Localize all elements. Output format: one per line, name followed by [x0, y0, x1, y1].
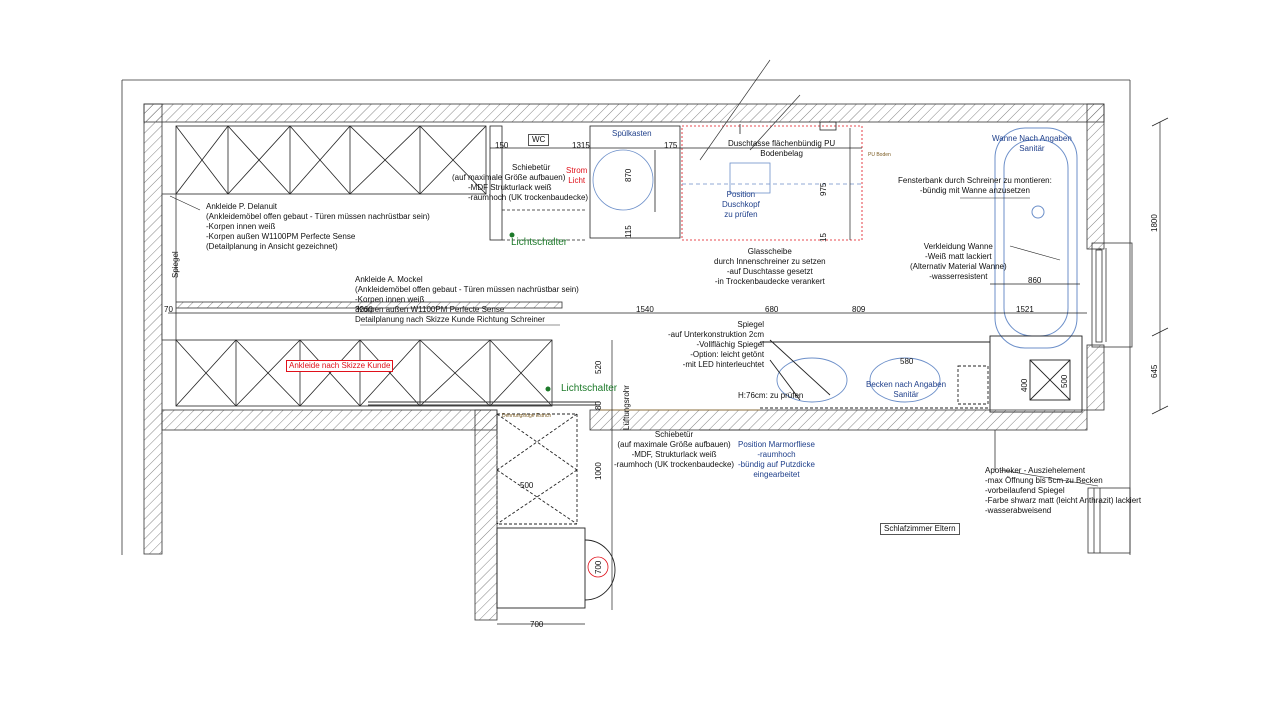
dim-1800: 1800 [1150, 214, 1159, 232]
fensterbank-label: Fensterbank durch Schreiner zu montieren… [898, 176, 1052, 195]
wanne-label: Wanne Nach Angaben Sanitär [992, 134, 1072, 153]
dim-80: 80 [594, 401, 603, 410]
dim-680: 680 [765, 305, 779, 314]
dim-520: 520 [594, 360, 603, 374]
becken-label: Becken nach Angaben Sanitär [866, 380, 947, 399]
wall-top [143, 103, 1105, 123]
vanity [760, 335, 1083, 413]
dehnungsfuge-label: Dehnungsfuge Estrich [502, 413, 552, 419]
dim-500-left: 500 [520, 481, 534, 490]
dim-870: 870 [624, 168, 633, 182]
pu-boden-label: PU Boden [868, 152, 891, 158]
lichtschalter-2-label: Lichtschalter [561, 383, 618, 394]
spiegel-block-label: Spiegel -auf Unterkonstruktion 2cm -Voll… [668, 320, 765, 369]
schiebetuer-top-label: Schiebetür (auf maximale Größe aufbauen)… [452, 163, 589, 202]
leader-lines [169, 195, 1099, 487]
bottom-box [496, 527, 616, 609]
dim-1000: 1000 [594, 462, 603, 480]
dim-809: 809 [852, 305, 866, 314]
dim-70: 70 [164, 305, 173, 314]
dim-1540: 1540 [636, 305, 654, 314]
dimension-lines [168, 117, 1169, 625]
dim-975: 975 [819, 182, 828, 196]
wall-bottom-left [161, 409, 498, 431]
wall-right-upper [1086, 103, 1105, 250]
sliding-doors [368, 401, 760, 411]
marmorfliese-label: Position Marmorfliese -raumhoch -bündig … [738, 440, 815, 479]
bathtub [994, 127, 1078, 349]
duschtasse-label: Duschtasse flächenbündig PU Bodenbelag [728, 139, 836, 158]
dim-1315: 1315 [572, 141, 590, 150]
wall-lower-corridor-left [474, 409, 498, 621]
room-label-schlafzimmer: Schlafzimmer Eltern [880, 523, 960, 535]
position-duschkopf-label: Position Duschkopf zu prüfen [722, 190, 760, 219]
dim-500-right: 500 [1060, 374, 1069, 388]
right-lower-post [994, 430, 1131, 554]
dim-175: 175 [664, 141, 678, 150]
ankleide-lower-cabinets [175, 339, 553, 407]
side-mirror-label: Spiegel [171, 251, 180, 278]
window [1091, 242, 1133, 348]
ankleide-skizze-label: Ankleide nach Skizze Kunde [286, 360, 394, 372]
wc-area [489, 125, 681, 241]
dim-580: 580 [900, 357, 914, 366]
room-label-wc: WC [528, 134, 550, 146]
lichtschalter-1-label: Lichtschalter [511, 237, 568, 248]
schiebetuer-bottom-label: Schiebetür (auf maximale Größe aufbauen)… [614, 430, 735, 469]
corridor-cabinet [496, 413, 578, 525]
dim-645: 645 [1150, 364, 1159, 378]
wall-right-lower [1086, 344, 1105, 411]
lueftungsrohr-label: Lüftungsrohr [622, 385, 631, 430]
glasscheibe-label: Glasscheibe durch Innenschreiner zu setz… [714, 247, 826, 286]
dim-700-horizontal: 700 [530, 620, 544, 629]
spuelkasten-label: Spülkasten [612, 129, 652, 138]
dim-1521: 1521 [1016, 305, 1034, 314]
ankleide-upper-cabinets [175, 125, 487, 195]
wall-bottom-right [589, 409, 1088, 431]
dim-3260: 3260 [355, 305, 373, 314]
dim-115: 115 [624, 225, 633, 238]
ankleide-p-label: Ankleide P. Delanuit (Ankleidemöbel offe… [206, 202, 430, 251]
dim-400: 400 [1020, 378, 1029, 392]
roof-lines [699, 59, 801, 161]
side-mirror [161, 193, 177, 341]
strom-licht-label: Strom Licht [566, 166, 588, 185]
dim-860: 860 [1028, 276, 1042, 285]
wall-left [143, 103, 163, 555]
ankleide-a-label: Ankleide A. Mockel (Ankleidemöbel offen … [355, 275, 579, 324]
apotheker-label: Apotheker - Ausziehelement -max Öffnung … [985, 466, 1142, 515]
switch-markers [509, 232, 551, 392]
outer-frame [121, 79, 1131, 555]
dim-150: 150 [495, 141, 509, 150]
verkleidung-label: Verkleidung Wanne -Weiß matt lackiert (A… [910, 242, 1007, 281]
walls [143, 103, 1105, 621]
dim-700-vertical: 700 [594, 560, 603, 574]
dim-15: 15 [819, 233, 828, 242]
h76-label: H:76cm: zu prüfen [738, 391, 804, 400]
